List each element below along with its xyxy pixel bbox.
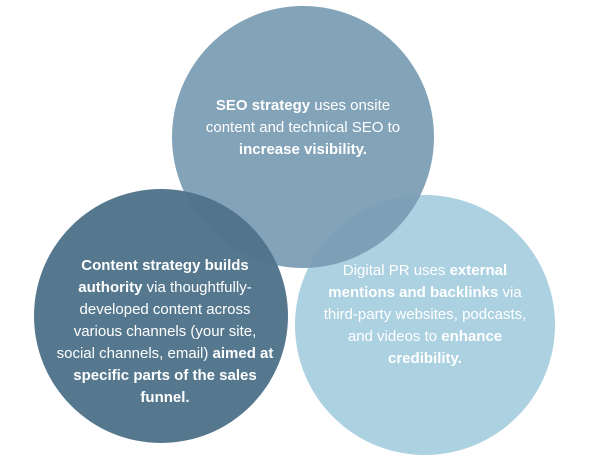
content-strategy-circle [34,189,288,443]
